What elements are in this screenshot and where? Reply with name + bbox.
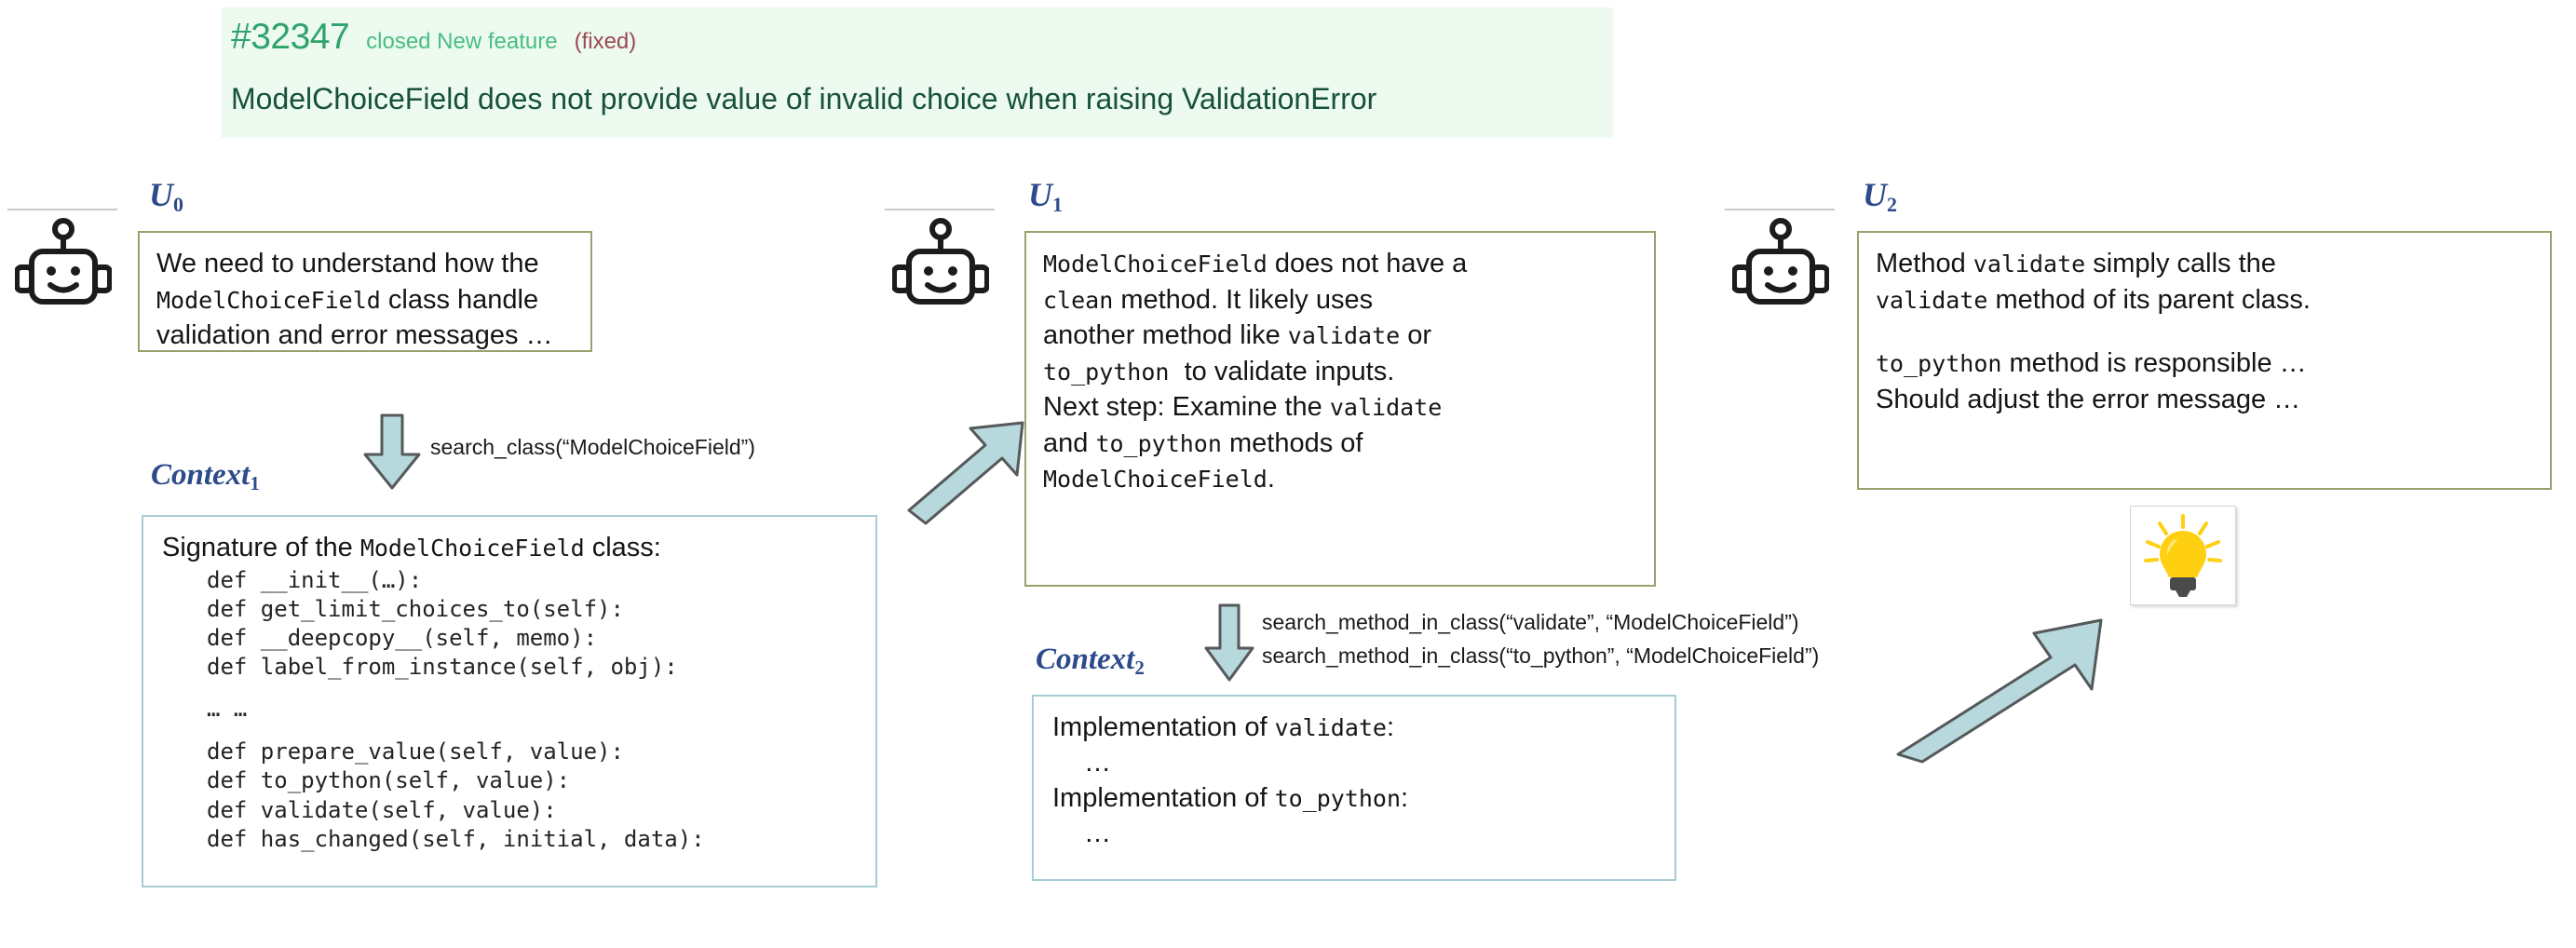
issue-title: ModelChoiceField does not provide value … (231, 82, 1377, 115)
robot-avatar-0 (7, 207, 121, 318)
diagonal-arrow-icon (907, 421, 1024, 525)
step-label-u2-text: U (1863, 176, 1887, 213)
message-line: ModelChoiceField. (1043, 464, 1275, 494)
step-label-u0-text: U (149, 176, 173, 213)
lightbulb-card (2130, 506, 2236, 605)
robot-icon (892, 218, 989, 305)
message-box-u1: ModelChoiceField does not have a clean m… (1024, 231, 1656, 587)
message-line: to_python to validate inputs. (1043, 356, 1395, 386)
code-spacer (162, 725, 859, 738)
context-label-1: Context1 (151, 458, 260, 494)
context-label-2: Context2 (1036, 643, 1145, 679)
message-line: validate method of its parent class. (1876, 284, 2311, 315)
message-spacer (1876, 318, 2533, 345)
message-line: another method like validate or (1043, 320, 1432, 351)
context-entry-heading: Implementation of validate: (1052, 712, 1395, 742)
message-line: ModelChoiceField does not have a (1043, 249, 1468, 278)
message-line: clean method. It likely uses (1043, 284, 1374, 315)
context-label-1-text: Context (151, 458, 251, 492)
message-line: ModelChoiceField class handle (156, 284, 539, 315)
step-label-u0: U0 (149, 175, 183, 216)
step-label-u2-index: 2 (1887, 193, 1897, 216)
step-label-u2: U2 (1863, 175, 1897, 216)
context-heading: Signature of the ModelChoiceField class: (162, 533, 661, 562)
step-label-u0-index: 0 (173, 193, 183, 216)
message-box-u0: We need to understand how the ModelChoic… (138, 231, 592, 352)
message-line: Method validate simply calls the (1876, 249, 2276, 278)
code-line: def __init__(…): (207, 566, 423, 593)
message-line: Should adjust the error message … (1876, 384, 2301, 414)
step-label-u1-text: U (1028, 176, 1052, 213)
lightbulb-icon (2144, 514, 2222, 597)
context-label-1-index: 1 (250, 472, 260, 494)
tool-call-search-to-python: search_method_in_class(“to_python”, “Mod… (1262, 643, 1820, 668)
tool-call-search-class: search_class(“ModelChoiceField”) (430, 435, 755, 459)
code-line: def has_changed(self, initial, data): (207, 825, 705, 852)
issue-meta: #32347 closed New feature (fixed) (231, 17, 636, 58)
message-line: validation and error messages … (156, 320, 553, 351)
step-label-u1-index: 1 (1052, 193, 1063, 216)
step-label-u1: U1 (1028, 175, 1063, 216)
context-entry-body: … (1084, 747, 1111, 778)
code-line: def label_from_instance(self, obj): (207, 654, 678, 681)
robot-icon (1732, 218, 1829, 305)
avatar-rule (1725, 209, 1835, 210)
avatar-rule (7, 209, 117, 210)
issue-banner (222, 7, 1613, 138)
code-line: def prepare_value(self, value): (207, 738, 624, 765)
issue-resolution-badge: (fixed) (574, 29, 637, 54)
robot-icon (15, 218, 112, 305)
context-box-1: Signature of the ModelChoiceField class:… (142, 515, 877, 887)
diagonal-arrow-icon (1896, 618, 2103, 764)
code-line: def to_python(self, value): (207, 767, 571, 794)
issue-number: #32347 (231, 17, 350, 57)
code-line: def get_limit_choices_to(self): (207, 595, 624, 622)
message-line: Next step: Examine the validate (1043, 392, 1443, 423)
robot-avatar-2 (1725, 207, 1838, 318)
code-ellipsis: … … (207, 696, 248, 723)
context-entry-body: … (1084, 818, 1111, 848)
code-spacer (162, 682, 859, 695)
code-line: def __deepcopy__(self, memo): (207, 624, 598, 651)
message-box-u2: Method validate simply calls the validat… (1857, 231, 2552, 490)
robot-avatar-1 (885, 207, 998, 318)
issue-status-badge: closed New feature (366, 29, 558, 54)
tool-call-search-validate: search_method_in_class(“validate”, “Mode… (1262, 610, 1799, 634)
message-line: to_python method is responsible … (1876, 348, 2307, 379)
down-arrow-icon (363, 413, 421, 490)
message-line: and to_python methods of (1043, 427, 1363, 458)
context-entry-heading: Implementation of to_python: (1052, 783, 1409, 814)
context-box-2: Implementation of validate: … Implementa… (1032, 695, 1676, 881)
avatar-rule (885, 209, 995, 210)
code-line: def validate(self, value): (207, 796, 557, 823)
down-arrow-icon (1204, 603, 1254, 682)
context-label-2-text: Context (1036, 643, 1135, 676)
context-label-2-index: 2 (1134, 657, 1145, 679)
message-line: We need to understand how the (156, 249, 539, 278)
